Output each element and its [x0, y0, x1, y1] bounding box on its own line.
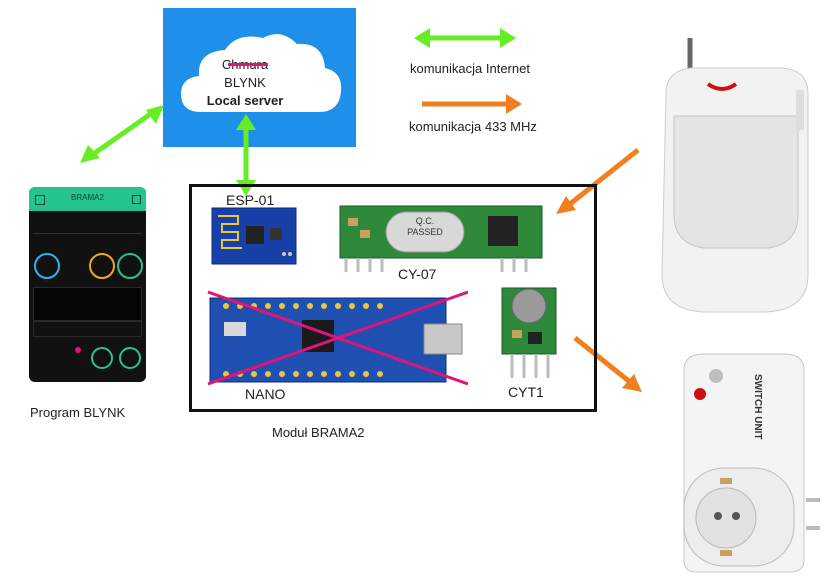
receiver-sticker-line1: Q.C.	[415, 216, 435, 226]
transmitter-socket-arrow	[573, 336, 642, 392]
cloud-line2: BLYNK	[224, 75, 266, 90]
internet-legend-arrow	[414, 28, 516, 48]
socket-label: SWITCH UNIT	[752, 374, 763, 440]
app-button-1	[34, 253, 60, 279]
cloud-icon	[181, 34, 342, 112]
internet-legend-label: komunikacja Internet	[410, 61, 530, 76]
app-title: BRAMA2	[71, 193, 104, 202]
strike-mark	[228, 63, 268, 66]
app-led	[75, 347, 81, 353]
phone-caption: Program BLYNK	[30, 405, 126, 420]
esp01-board-icon	[211, 207, 297, 265]
cloud-line3: Local server	[206, 93, 284, 108]
phone-cloud-arrow	[80, 105, 164, 163]
module-box	[189, 184, 597, 412]
app-header	[29, 187, 146, 211]
arduino-nano-board-icon	[207, 290, 468, 386]
remote-socket-icon	[683, 353, 820, 573]
pir-motion-sensor-icon	[661, 38, 809, 313]
receiver-sticker-line2: PASSED	[407, 227, 443, 237]
app-menu-icon	[35, 195, 45, 205]
rf-receiver-board-icon	[339, 205, 543, 272]
cloud-panel	[163, 8, 356, 147]
receiver-sticker: Q.C. PASSED	[386, 216, 464, 238]
rf-legend-arrow	[422, 94, 522, 114]
app-value-row	[33, 219, 142, 234]
phone-screenshot: BRAMA2	[29, 187, 146, 382]
module-caption: Moduł BRAMA2	[272, 425, 365, 440]
rf-transmitter-board-icon	[501, 287, 557, 378]
transmitter-label: CYT1	[508, 384, 544, 400]
rf-legend-label: komunikacja 433 MHz	[409, 119, 537, 134]
receiver-label: CY-07	[398, 266, 437, 282]
app-button-5	[119, 347, 141, 369]
app-button-4	[91, 347, 113, 369]
sensor-receiver-arrow	[556, 148, 640, 214]
nano-label: NANO	[245, 386, 286, 402]
app-terminal	[33, 287, 142, 321]
cloud-label: Chmura BLYNK Local server	[180, 56, 310, 110]
app-input-row	[33, 321, 142, 337]
app-button-3	[117, 253, 143, 279]
app-button-2	[89, 253, 115, 279]
app-settings-icon	[132, 195, 141, 204]
esp-label: ESP-01	[226, 192, 275, 208]
